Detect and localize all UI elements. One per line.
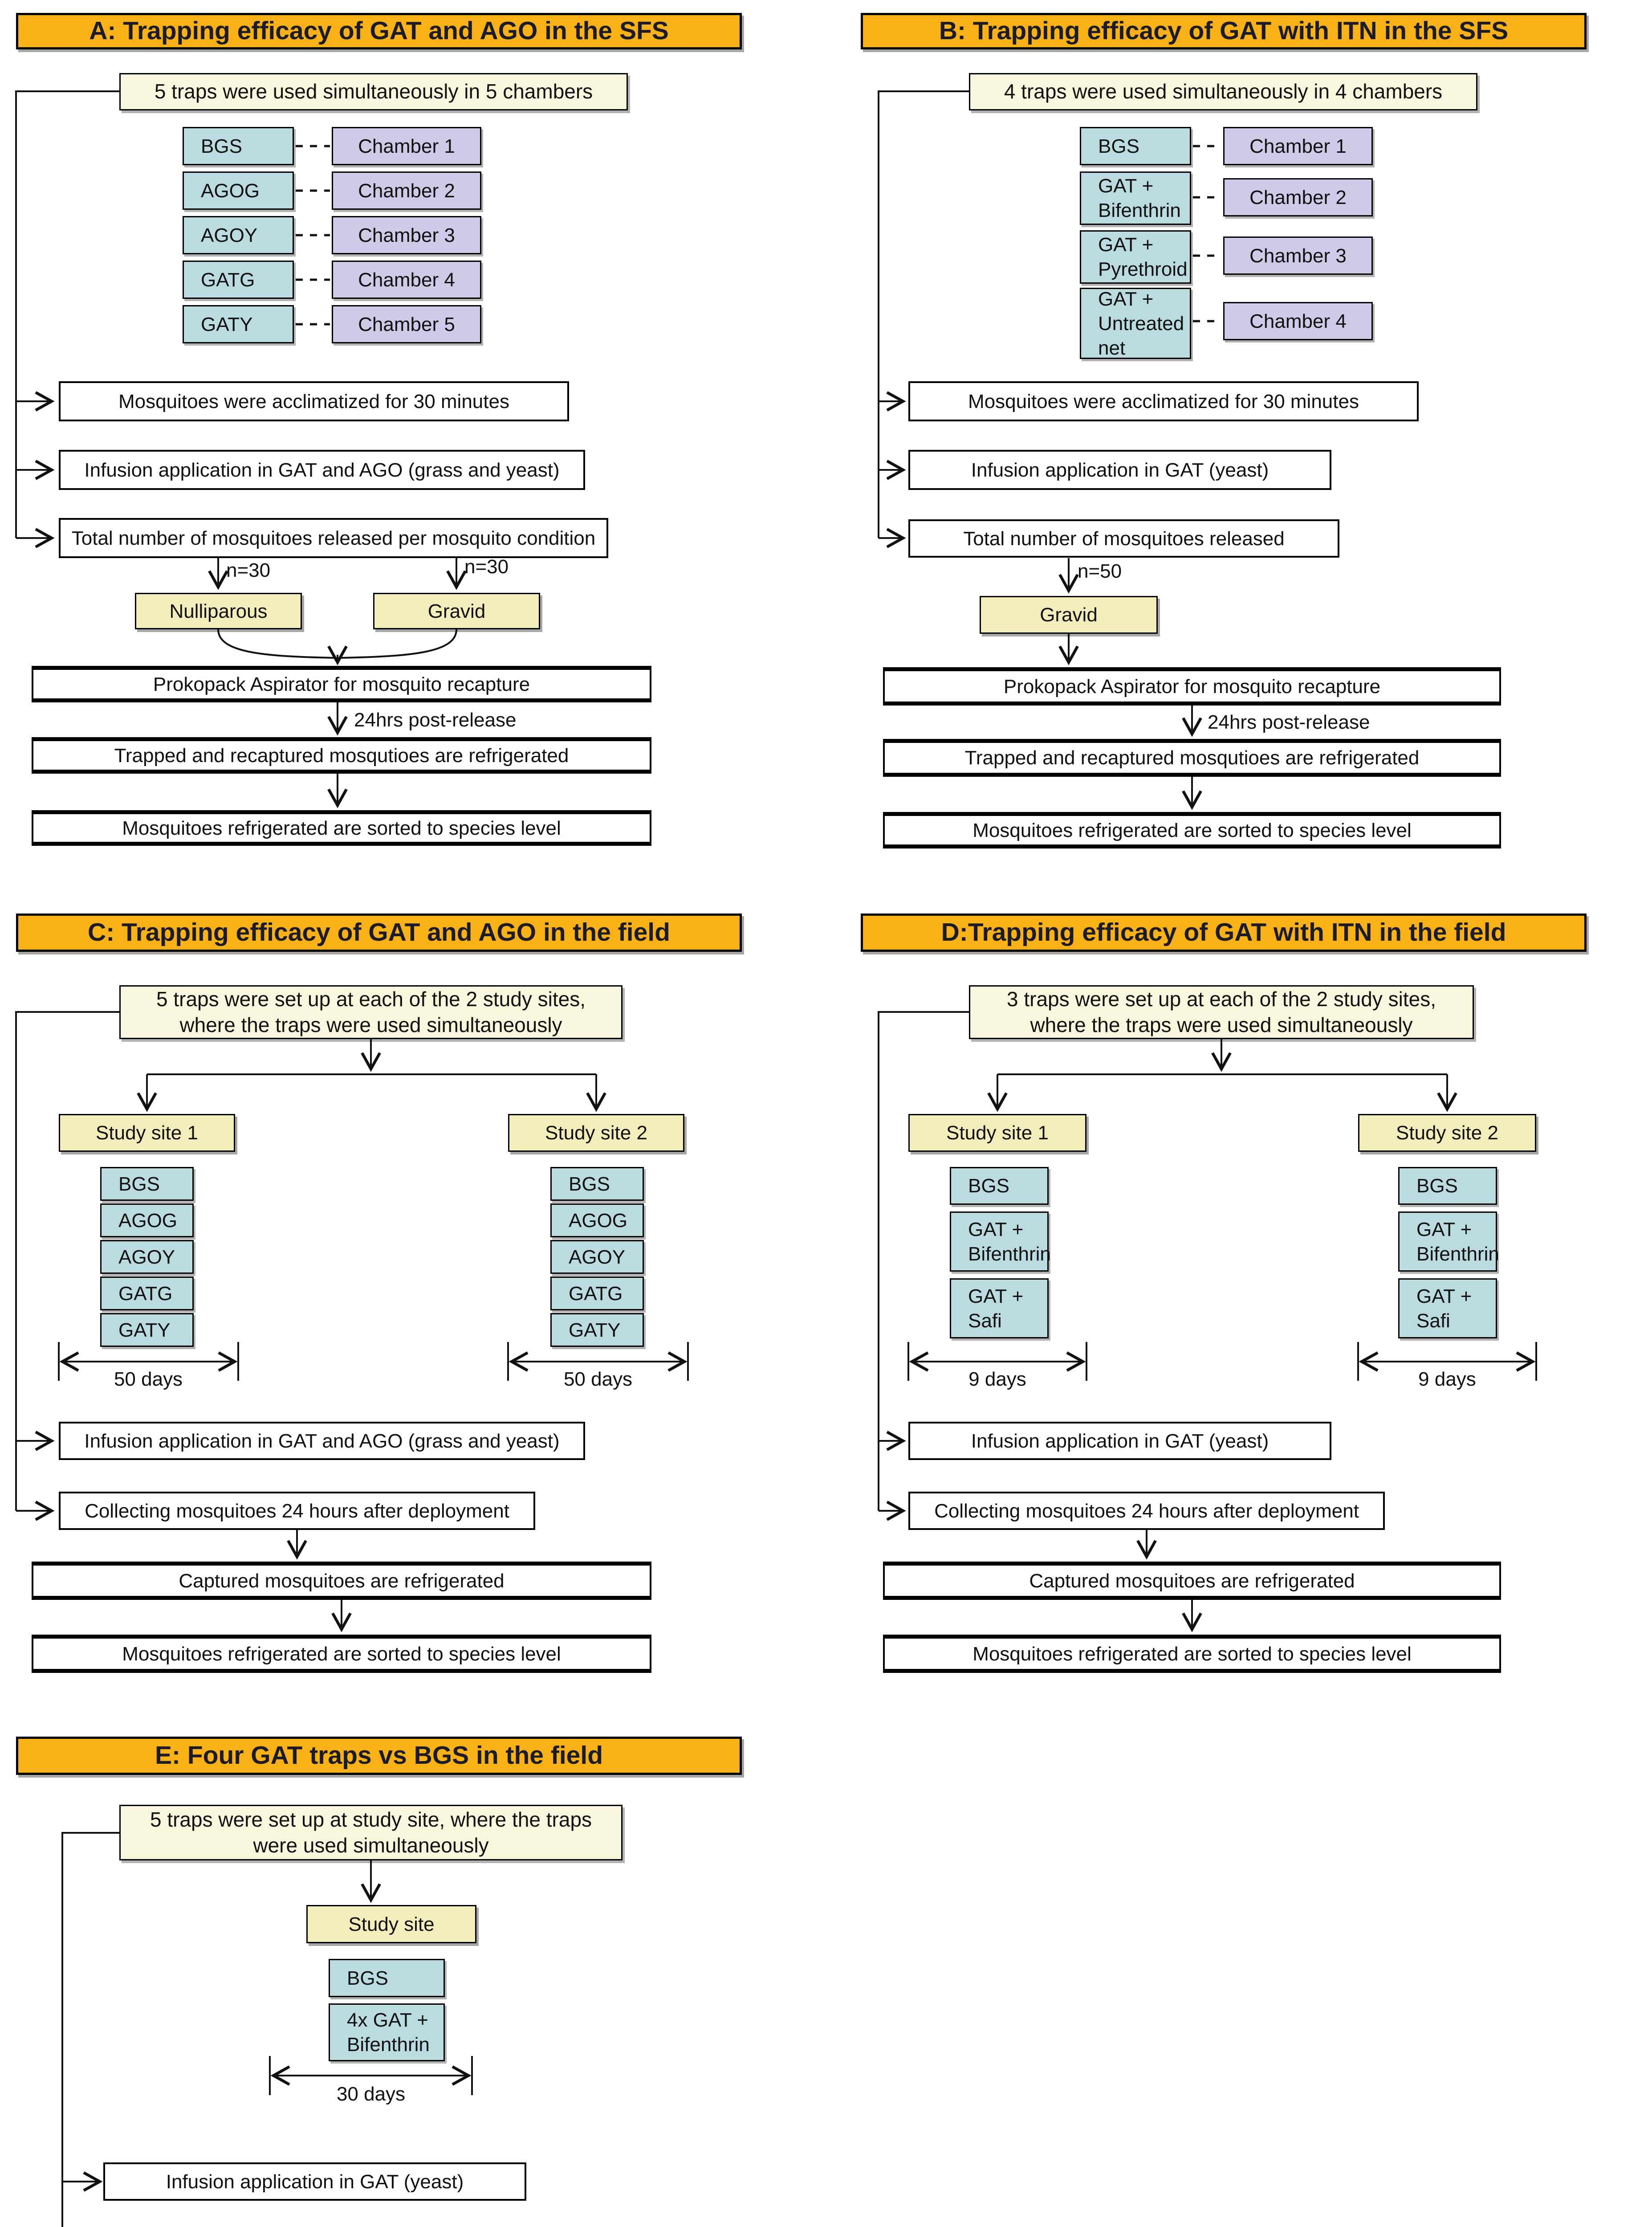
trap-box: BGS	[550, 1167, 644, 1201]
study-site: Study site	[306, 1905, 476, 1943]
step-recapture-a: Prokopack Aspirator for mosquito recaptu…	[32, 666, 651, 702]
trap-box: BGS	[329, 1959, 445, 1997]
trap-box: 4x GAT + Bifenthrin	[329, 2003, 445, 2061]
chamber-box: Chamber 3	[332, 216, 481, 254]
panel-d-intro: 3 traps were set up at each of the 2 stu…	[969, 985, 1474, 1039]
trap-box: BGS	[100, 1167, 194, 1201]
chamber-box: Chamber 3	[1223, 237, 1373, 275]
step-total-b: Total number of mosquitoes released	[908, 519, 1339, 558]
chamber-box: Chamber 5	[332, 305, 481, 343]
condition-gravid: Gravid	[373, 593, 540, 629]
n-label: n=50	[1078, 560, 1122, 582]
study-site-2: Study site 2	[1358, 1114, 1536, 1152]
trap-box: GAT + Safi	[1398, 1278, 1497, 1338]
duration-arrow-d1	[907, 1342, 1087, 1381]
trap-box: BGS	[1398, 1167, 1497, 1205]
duration-label: 9 days	[1418, 1368, 1476, 1390]
trap-box: AGOG	[183, 171, 294, 210]
condition-gravid: Gravid	[980, 596, 1158, 634]
study-site-1: Study site 1	[59, 1114, 235, 1152]
step-recapture-b: Prokopack Aspirator for mosquito recaptu…	[883, 667, 1501, 706]
step-infusion-c: Infusion application in GAT and AGO (gra…	[59, 1422, 585, 1460]
step-acclimatize-b: Mosquitoes were acclimatized for 30 minu…	[908, 381, 1419, 421]
panel-c-intro: 5 traps were set up at each of the 2 stu…	[119, 985, 623, 1039]
step-captured-c: Captured mosquitoes are refrigerated	[32, 1562, 651, 1600]
merge-brace	[217, 629, 457, 665]
panel-a-title: A: Trapping efficacy of GAT and AGO in t…	[16, 13, 742, 49]
duration-arrow-c2	[507, 1342, 689, 1381]
step-sorted-a: Mosquitoes refrigerated are sorted to sp…	[32, 810, 651, 846]
panel-b-intro: 4 traps were used simultaneously in 4 ch…	[969, 73, 1477, 110]
chamber-box: Chamber 1	[332, 127, 481, 165]
step-captured-d: Captured mosquitoes are refrigerated	[883, 1562, 1501, 1600]
trap-box: AGOG	[550, 1203, 644, 1237]
duration-label: 9 days	[968, 1368, 1026, 1390]
trap-box: GAT + Bifenthrin	[950, 1211, 1051, 1272]
post-release-label: 24hrs post-release	[1208, 711, 1370, 733]
step-refrigerated-a: Trapped and recaptured mosqutioes are re…	[32, 737, 651, 774]
panel-e-intro: 5 traps were set up at study site, where…	[119, 1805, 623, 1860]
n-label: n=30	[464, 556, 509, 578]
trap-box: BGS	[183, 127, 294, 165]
duration-arrow-c1	[58, 1342, 239, 1381]
condition-nulliparous: Nulliparous	[135, 593, 302, 629]
trap-chamber-links-b	[1193, 145, 1221, 322]
panel-d-title: D:Trapping efficacy of GAT with ITN in t…	[861, 914, 1587, 952]
step-collecting-d: Collecting mosquitoes 24 hours after dep…	[908, 1492, 1385, 1530]
trap-box: AGOY	[550, 1240, 644, 1274]
step-collecting-c: Collecting mosquitoes 24 hours after dep…	[59, 1492, 535, 1530]
trap-box: AGOY	[100, 1240, 194, 1274]
trap-box: AGOY	[183, 216, 294, 254]
step-infusion-e: Infusion application in GAT (yeast)	[103, 2162, 526, 2201]
study-site-1: Study site 1	[908, 1114, 1086, 1152]
trap-box: BGS	[1080, 127, 1191, 165]
duration-label: 30 days	[336, 2083, 406, 2105]
panel-a-intro: 5 traps were used simultaneously in 5 ch…	[119, 73, 628, 110]
n-label: n=30	[226, 559, 271, 581]
trap-box: GATY	[550, 1313, 644, 1347]
step-infusion-a: Infusion application in GAT and AGO (gra…	[59, 450, 585, 490]
duration-arrow-e	[269, 2056, 473, 2095]
step-infusion-d: Infusion application in GAT (yeast)	[908, 1422, 1331, 1460]
panel-b-title: B: Trapping efficacy of GAT with ITN in …	[861, 13, 1587, 49]
trap-box: GAT + Pyrethroid	[1080, 230, 1191, 284]
trap-box: GAT + Bifenthrin	[1080, 171, 1191, 225]
step-sorted-d: Mosquitoes refrigerated are sorted to sp…	[883, 1635, 1501, 1673]
trap-box: GATG	[550, 1277, 644, 1310]
duration-arrow-d2	[1357, 1342, 1537, 1381]
trap-box: GATY	[183, 305, 294, 343]
trap-box: GATG	[100, 1277, 194, 1310]
panel-c-title: C: Trapping efficacy of GAT and AGO in t…	[16, 914, 742, 952]
step-sorted-b: Mosquitoes refrigerated are sorted to sp…	[883, 812, 1501, 848]
chamber-box: Chamber 1	[1223, 127, 1373, 165]
step-refrigerated-b: Trapped and recaptured mosqutioes are re…	[883, 739, 1501, 777]
trap-box: AGOG	[100, 1203, 194, 1237]
duration-label: 50 days	[114, 1368, 183, 1390]
trap-box: GAT + Safi	[950, 1278, 1049, 1338]
trap-box: GATG	[183, 261, 294, 299]
trap-chamber-links-a	[296, 145, 330, 326]
duration-label: 50 days	[563, 1368, 633, 1390]
panel-e-title: E: Four GAT traps vs BGS in the field	[16, 1737, 742, 1775]
trap-box: GAT + Untreated net	[1080, 288, 1191, 359]
trap-box: GAT + Bifenthrin	[1398, 1211, 1499, 1272]
chamber-box: Chamber 4	[1223, 302, 1373, 340]
study-site-2: Study site 2	[508, 1114, 684, 1152]
trap-box: BGS	[950, 1167, 1049, 1205]
step-acclimatize-a: Mosquitoes were acclimatized for 30 minu…	[59, 381, 569, 421]
chamber-box: Chamber 4	[332, 261, 481, 299]
post-release-label: 24hrs post-release	[354, 709, 517, 731]
step-total-a: Total number of mosquitoes released per …	[59, 518, 608, 558]
step-infusion-b: Infusion application in GAT (yeast)	[908, 450, 1331, 490]
trap-box: GATY	[100, 1313, 194, 1347]
chamber-box: Chamber 2	[1223, 178, 1373, 216]
chamber-box: Chamber 2	[332, 171, 481, 210]
step-sorted-c: Mosquitoes refrigerated are sorted to sp…	[32, 1635, 651, 1673]
